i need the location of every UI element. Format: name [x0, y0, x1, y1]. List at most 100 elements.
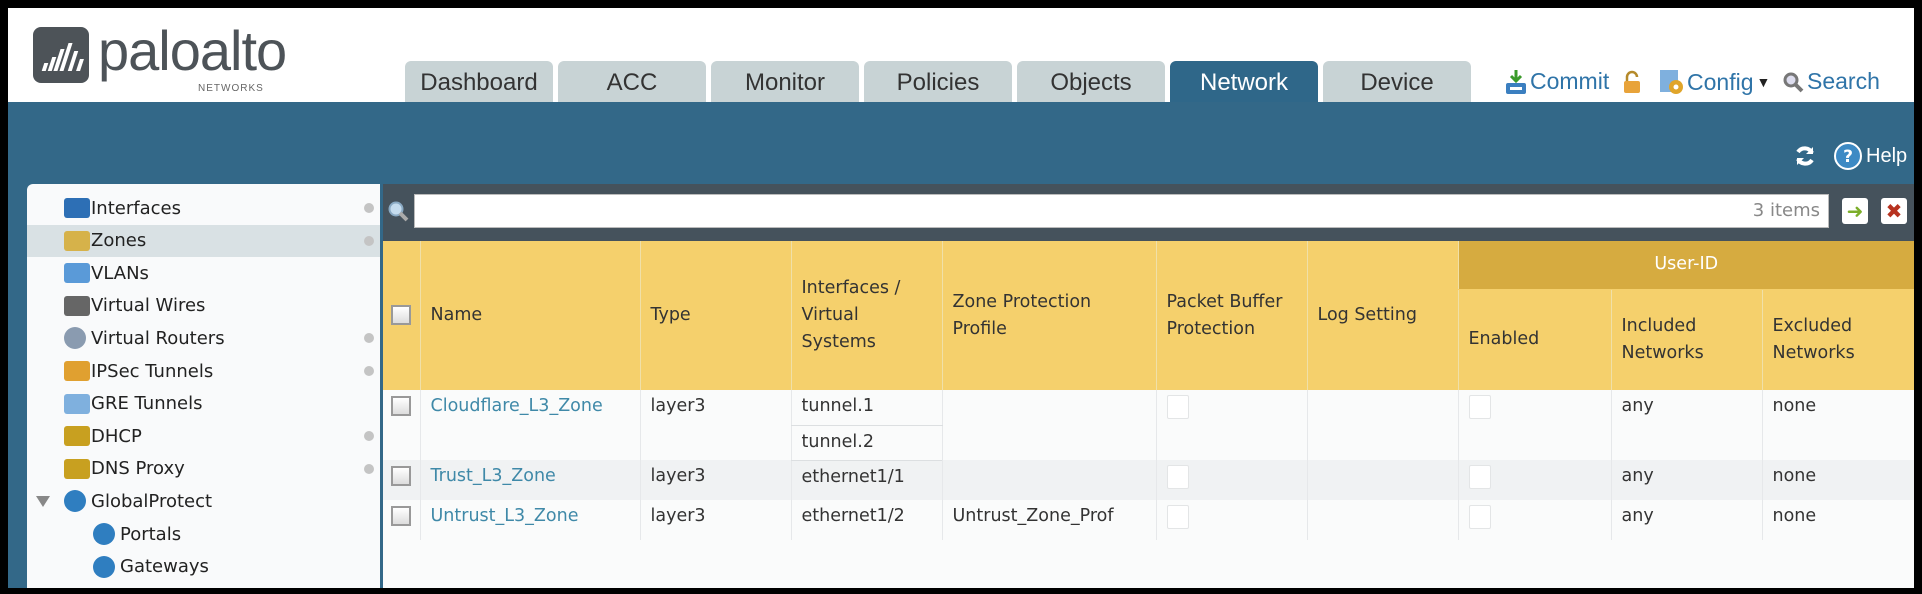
sidebar-item-gateways[interactable]: Gateways — [27, 551, 380, 583]
sidebar-item-interfaces[interactable]: Interfaces — [27, 192, 380, 224]
sidebar-item-vlans[interactable]: VLANs — [27, 257, 380, 289]
zone-name: Trust_L3_Zone — [419, 460, 640, 500]
sidebar-item-globalprotect[interactable]: GlobalProtect — [27, 485, 380, 517]
col-enabled[interactable]: Enabled — [1457, 289, 1611, 390]
zone-interface: ethernet1/1 — [790, 460, 942, 500]
top-header: paloalto NETWORKS Dashboard ACC Monitor … — [8, 8, 1914, 102]
tab-network[interactable]: Network — [1170, 61, 1318, 102]
close-icon: ✖ — [1885, 199, 1903, 223]
packet-buffer-protection — [1155, 460, 1307, 500]
log-setting — [1306, 460, 1458, 500]
row-select[interactable] — [383, 500, 420, 540]
table-row[interactable]: tunnel.2 — [383, 425, 1914, 461]
commit-label: Commit — [1530, 68, 1610, 94]
select-all-checkbox[interactable] — [391, 305, 411, 325]
filter-input[interactable]: 3 items — [414, 194, 1829, 228]
apply-filter-button[interactable]: ➜ — [1842, 198, 1868, 224]
col-log-setting[interactable]: Log Setting — [1306, 241, 1458, 390]
col-name[interactable]: Name — [419, 241, 640, 390]
tab-dashboard[interactable]: Dashboard — [405, 61, 553, 102]
log-setting — [1306, 500, 1458, 540]
arrow-right-icon: ➜ — [1846, 199, 1864, 223]
sidebar-item-virtual-wires[interactable]: Virtual Wires — [27, 290, 380, 322]
sidebar-item-dns-proxy[interactable]: DNS Proxy — [27, 453, 380, 485]
refresh-icon[interactable] — [1793, 144, 1817, 168]
col-zone-protection[interactable]: Zone Protection Profile — [941, 241, 1156, 390]
packet-buffer-checkbox — [1166, 465, 1189, 489]
col-included-networks[interactable]: Included Networks — [1610, 289, 1762, 390]
status-dot-icon — [364, 463, 374, 474]
item-count: 3 items — [1752, 200, 1820, 221]
packet-buffer-protection — [1155, 390, 1307, 460]
app-window: paloalto NETWORKS Dashboard ACC Monitor … — [8, 8, 1914, 588]
tab-acc[interactable]: ACC — [558, 61, 706, 102]
status-dot-icon — [364, 235, 374, 246]
tab-objects[interactable]: Objects — [1017, 61, 1165, 102]
zone-name-link[interactable]: Trust_L3_Zone — [430, 466, 556, 486]
sidebar-item-label: Interfaces — [91, 197, 181, 219]
commit-button[interactable]: Commit — [1505, 68, 1609, 95]
sidebar-item-virtual-routers[interactable]: Virtual Routers — [27, 322, 380, 354]
sidebar-item-label: Virtual Routers — [91, 327, 225, 349]
sidebar-item-label: GRE Tunnels — [91, 393, 203, 415]
excluded-networks: none — [1761, 460, 1914, 500]
col-interfaces[interactable]: Interfaces / Virtual Systems — [790, 241, 942, 390]
zone-name: Untrust_L3_Zone — [419, 500, 640, 540]
col-packet-buffer[interactable]: Packet Buffer Protection — [1155, 241, 1307, 390]
help-button[interactable]: ? Help — [1833, 141, 1907, 171]
user-id-enabled-checkbox — [1468, 395, 1491, 419]
sidebar-item-label: Portals — [120, 523, 182, 545]
search-button[interactable]: Search — [1782, 68, 1880, 95]
status-dot-icon — [364, 203, 374, 213]
sidebar-item-ipsec-tunnels[interactable]: IPSec Tunnels — [27, 355, 380, 387]
virtual-routers-icon — [64, 327, 86, 350]
zone-name-link[interactable]: Untrust_L3_Zone — [430, 506, 579, 526]
zone-protection-profile: Untrust_Zone_Prof — [941, 500, 1156, 540]
packet-buffer-protection — [1155, 500, 1307, 540]
sidebar-item-label: VLANs — [91, 262, 149, 284]
user-id-group-header: User-ID — [1457, 241, 1914, 290]
user-id-enabled-checkbox — [1468, 465, 1491, 489]
sidebar-item-label: Zones — [91, 230, 147, 252]
user-id-enabled — [1457, 460, 1611, 500]
sidebar-item-portals[interactable]: Portals — [27, 518, 380, 550]
vlans-icon — [64, 263, 90, 284]
excluded-networks: none — [1761, 500, 1914, 540]
zone-name: Cloudflare_L3_Zone — [419, 390, 640, 460]
row-checkbox[interactable] — [391, 506, 411, 526]
clear-filter-button[interactable]: ✖ — [1881, 198, 1907, 224]
tab-monitor[interactable]: Monitor — [711, 61, 859, 102]
zone-protection-profile — [941, 460, 1156, 500]
ipsec-tunnels-icon — [64, 361, 90, 381]
tab-device[interactable]: Device — [1323, 61, 1471, 102]
col-type[interactable]: Type — [639, 241, 791, 390]
config-menu[interactable]: Config ▼ — [1658, 68, 1770, 96]
sidebar-item-zones[interactable]: Zones — [27, 224, 380, 257]
sidebar-item-gre-tunnels[interactable]: GRE Tunnels — [27, 388, 380, 420]
chevron-down-icon: ▼ — [1756, 74, 1771, 90]
svg-text:?: ? — [1843, 147, 1853, 167]
row-select[interactable] — [383, 460, 420, 500]
dhcp-icon — [64, 426, 90, 447]
zone-interface: tunnel.2 — [790, 425, 942, 461]
sidebar-item-label: Virtual Wires — [91, 295, 206, 317]
zone-name-link[interactable]: Cloudflare_L3_Zone — [430, 396, 603, 416]
col-excluded-networks[interactable]: Excluded Networks — [1761, 289, 1914, 390]
search-icon — [1783, 72, 1804, 92]
sidebar-item-label: Gateways — [120, 556, 209, 578]
tab-policies[interactable]: Policies — [864, 61, 1012, 102]
row-checkbox[interactable] — [391, 466, 411, 486]
row-checkbox[interactable] — [391, 396, 411, 416]
sidebar-item-label: GlobalProtect — [91, 490, 213, 512]
sidebar-item-dhcp[interactable]: DHCP — [27, 420, 380, 452]
user-id-enabled — [1457, 500, 1611, 540]
row-select[interactable] — [383, 390, 420, 460]
zones-panel: 3 items ➜ ✖ Name Type Interfaces / Virtu… — [383, 184, 1914, 588]
expand-triangle-icon[interactable] — [36, 495, 50, 507]
lock-icon[interactable] — [1622, 70, 1642, 94]
packet-buffer-checkbox — [1166, 395, 1189, 419]
